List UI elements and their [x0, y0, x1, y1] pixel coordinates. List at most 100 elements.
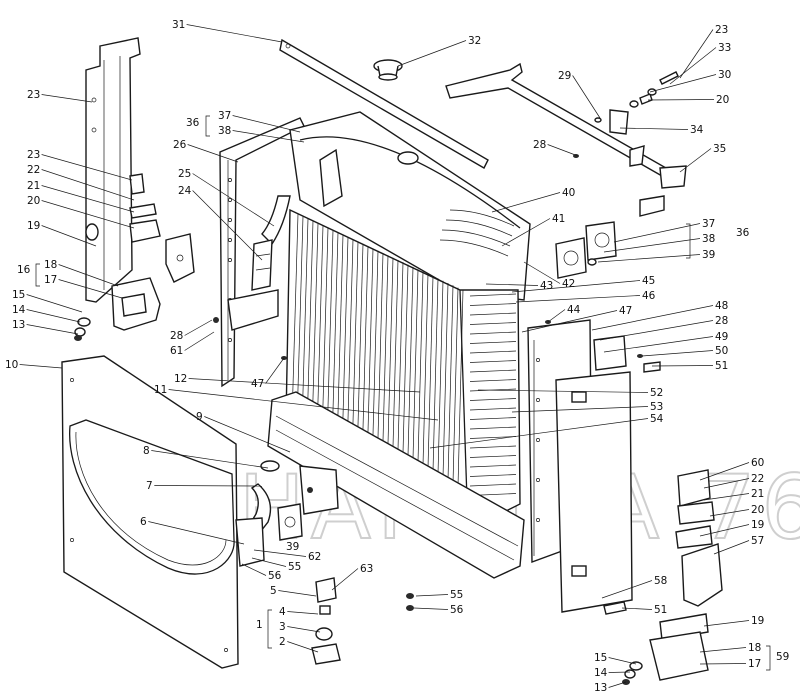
part-label: 21	[751, 488, 764, 500]
leader-line	[613, 223, 701, 243]
bolt-set-top-right	[594, 71, 679, 123]
core-fin-line	[356, 243, 364, 462]
leader-line	[608, 681, 627, 688]
core-side-fin	[469, 407, 517, 411]
leader-line	[41, 185, 135, 213]
part-label: 14	[594, 667, 608, 679]
part-label: 15	[12, 289, 25, 301]
leader-line	[287, 611, 319, 615]
leader-line	[649, 74, 717, 93]
part-label: 12	[174, 373, 187, 385]
core-side-fin	[469, 341, 517, 344]
part-label: 38	[702, 233, 715, 245]
leader-line	[19, 364, 63, 369]
part-label: 23	[27, 89, 40, 101]
part-label: 23	[27, 149, 40, 161]
part-label: 26	[173, 139, 187, 151]
leader-line	[148, 521, 245, 545]
leader-line	[397, 40, 467, 67]
leader-line	[599, 320, 714, 341]
leader-line	[651, 365, 714, 367]
part-label: 38	[218, 125, 231, 137]
part-label: 30	[718, 69, 731, 81]
leader-line	[511, 406, 649, 413]
part-label: 37	[218, 110, 231, 122]
part-label: 20	[27, 195, 40, 207]
leader-line	[192, 190, 263, 261]
part-label: 28	[533, 139, 546, 151]
part-label: 36	[736, 227, 750, 239]
core-fin-line	[341, 236, 349, 453]
leader-line	[26, 294, 83, 313]
core-side-fin	[469, 436, 517, 439]
part-label: 1	[256, 619, 263, 631]
core-side-fin	[469, 417, 517, 420]
leader-line	[251, 557, 287, 567]
part-label: 7	[146, 480, 153, 492]
leader-line	[703, 478, 750, 489]
leader-line	[699, 462, 750, 481]
leader-line	[703, 620, 750, 627]
part-label: 28	[170, 330, 183, 342]
leader-line	[679, 148, 712, 173]
part-label: 19	[751, 615, 764, 627]
part-label: 15	[594, 652, 607, 664]
core-fin-line	[306, 220, 314, 430]
core-side-fin	[469, 455, 517, 458]
leader-line	[547, 144, 579, 157]
leader-line	[41, 169, 135, 201]
part-label: 22	[27, 164, 40, 176]
part-label: 56	[450, 604, 464, 616]
core-side-fin	[469, 322, 517, 325]
leader-line	[603, 238, 701, 253]
core-side-fin	[469, 331, 517, 335]
core-side-fin	[469, 369, 517, 373]
top-rod-31	[279, 38, 489, 169]
leader-line	[511, 280, 641, 293]
core-fin-line	[291, 213, 299, 421]
core-fin-line	[301, 218, 309, 427]
leader-line	[265, 357, 285, 384]
part-label: 28	[715, 315, 728, 327]
part-label: 33	[718, 42, 731, 54]
core-fin-line	[351, 241, 359, 459]
core-side-fin	[469, 360, 517, 363]
part-label: 53	[650, 401, 663, 413]
core-fin-line	[311, 223, 319, 433]
core-side-fin	[469, 445, 517, 449]
leader-line	[699, 524, 750, 537]
leader-line	[415, 594, 449, 597]
leader-line	[597, 254, 701, 263]
leader-line	[699, 647, 747, 653]
group-braces	[35, 115, 771, 671]
right-bracket-assembly	[622, 469, 723, 685]
core-fin-line	[361, 246, 369, 465]
leader-line	[331, 568, 359, 591]
flange-36	[555, 221, 617, 279]
leader-line	[26, 309, 81, 323]
part-label: 47	[251, 378, 264, 390]
leader-line	[591, 305, 714, 331]
part-label: 50	[715, 345, 728, 357]
core-fin-line	[316, 225, 324, 437]
part-label: 19	[751, 519, 764, 531]
leader-lines	[19, 24, 750, 688]
part-label: 37	[702, 218, 715, 230]
leader-line	[679, 29, 714, 79]
part-label: 16	[17, 264, 31, 276]
leader-line	[608, 671, 631, 673]
leader-line	[709, 509, 750, 517]
leader-line	[699, 663, 747, 665]
flange-39	[277, 503, 303, 541]
leader-line	[572, 75, 601, 119]
part-label: 51	[654, 604, 667, 616]
leader-line	[187, 144, 239, 163]
leader-line	[485, 283, 539, 286]
core-side-fin	[469, 426, 517, 430]
part-label: 58	[654, 575, 667, 587]
part-label: 9	[196, 411, 203, 423]
part-label: 43	[540, 280, 553, 292]
leader-line	[619, 127, 689, 130]
part-label: 41	[552, 213, 565, 225]
